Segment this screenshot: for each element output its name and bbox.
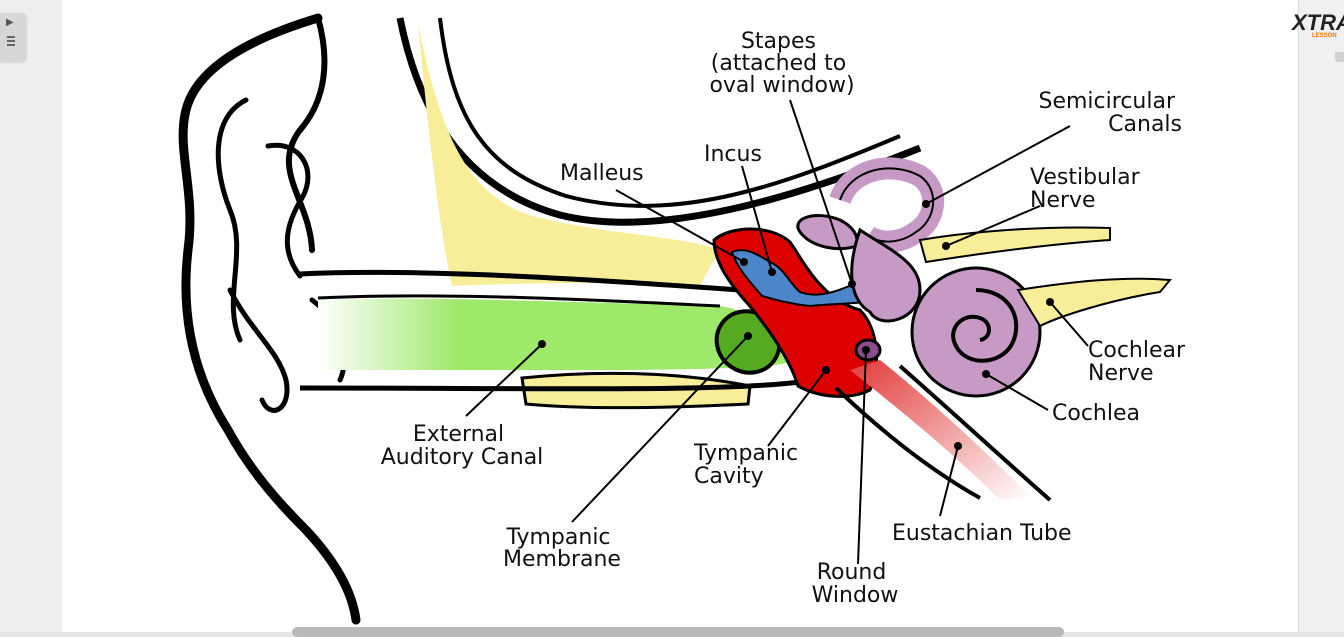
label-semicircular-canals: Semicircular Canals — [1039, 89, 1183, 137]
label-stapes: Stapes (attached to oval window) — [709, 29, 854, 98]
leader-lines — [465, 99, 1089, 565]
label-cochlea: Cochlea — [1052, 401, 1140, 426]
label-tympanic-membrane: Tympanic Membrane — [503, 525, 621, 572]
cochlear-nerve-shape — [1016, 277, 1173, 328]
label-tympanic-cavity: Tympanic Cavity — [693, 441, 805, 489]
right-gutter — [1298, 0, 1344, 632]
inner-ear — [796, 157, 1042, 398]
menu-icon — [7, 36, 15, 48]
skull-outline-inner — [438, 17, 901, 208]
label-malleus: Malleus — [560, 161, 644, 186]
logo-subtext: LESSON — [1312, 33, 1337, 39]
label-external-auditory-canal: External Auditory Canal — [381, 422, 544, 470]
external-auditory-canal-shape — [318, 298, 790, 371]
xtra-logo[interactable]: XTRA LESSON — [1290, 6, 1344, 40]
horizontal-scrollbar[interactable] — [292, 627, 1064, 637]
diagram-labels: Stapes (attached to oval window) Semicir… — [381, 29, 1192, 608]
temporal-bone-upper — [418, 24, 720, 286]
label-cochlear-nerve: Cochlear Nerve — [1088, 338, 1192, 386]
right-panel-handle[interactable] — [1335, 52, 1344, 62]
label-round-window: Round Window — [812, 560, 899, 608]
left-gutter: ▶ — [0, 0, 63, 632]
logo-text: XTRA — [1290, 10, 1344, 35]
label-vestibular-nerve: Vestibular Nerve — [1030, 165, 1147, 213]
label-incus: Incus — [704, 142, 762, 167]
side-panel-toggle[interactable]: ▶ — [0, 14, 26, 62]
pinna — [178, 13, 361, 625]
play-icon: ▶ — [6, 17, 14, 28]
label-eustachian-tube: Eustachian Tube — [892, 521, 1072, 546]
eustachian-tube-shape — [850, 360, 1030, 500]
